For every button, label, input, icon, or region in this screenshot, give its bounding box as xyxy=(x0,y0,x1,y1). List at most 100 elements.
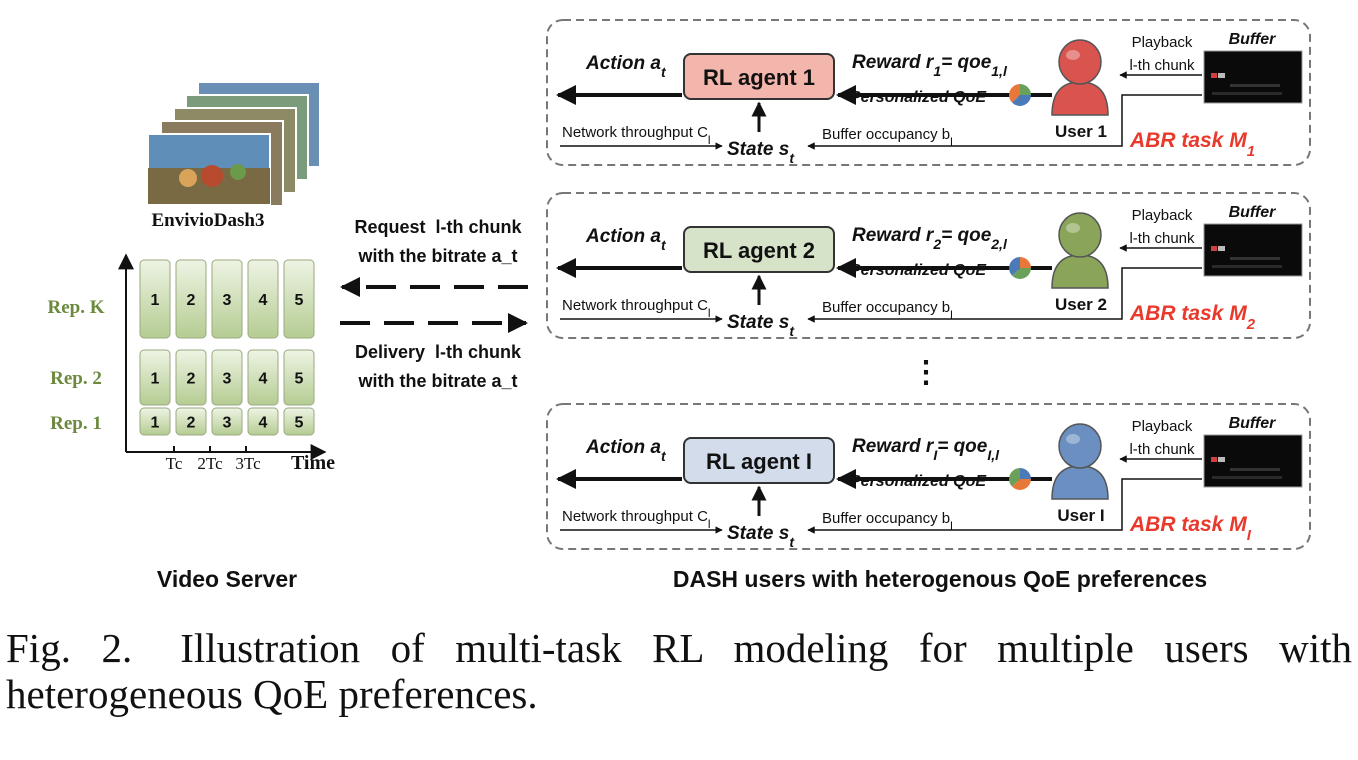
chunk-number: 2 xyxy=(187,371,196,388)
user-avatar-icon xyxy=(1051,39,1109,116)
chunk-number: 5 xyxy=(295,292,304,309)
buffer-occupancy-arrow xyxy=(807,94,1202,150)
chunk-block xyxy=(175,407,207,436)
time-tick-labels: Tc 2Tc 3Tc xyxy=(166,454,261,473)
qoe-pie-icon xyxy=(1009,468,1031,490)
action-label: Action at xyxy=(585,437,667,464)
chunk-number: 4 xyxy=(259,292,268,309)
chunk-label: l-th chunk xyxy=(1129,441,1195,458)
buffer-visual xyxy=(1203,50,1303,104)
chunk-block xyxy=(283,407,315,436)
video-name: EnvivioDash3 xyxy=(152,210,265,231)
buffer-occupancy-arrow xyxy=(807,267,1202,323)
rl-agent-label: RL agent 2 xyxy=(703,238,815,263)
caption-label: Fig. 2. xyxy=(6,625,133,671)
chunk-number: 4 xyxy=(259,415,268,432)
time-tick: Tc xyxy=(166,454,183,473)
video-frames-stack xyxy=(147,81,321,207)
buffer-visual xyxy=(1203,223,1303,277)
rep-label: Rep. 1 xyxy=(50,413,102,434)
buffer-visual xyxy=(1203,434,1303,488)
buffer-label: Buffer xyxy=(1229,31,1277,48)
time-tick: 3Tc xyxy=(235,454,261,473)
buffer-occupancy-arrow xyxy=(807,478,1202,534)
chunk-block xyxy=(283,349,315,406)
chunk-number: 3 xyxy=(223,371,232,388)
task-panels: RL agent 1 Action at State st Network throu… xyxy=(546,19,1311,550)
request-label-line1: Request l-th chunk xyxy=(354,217,522,237)
chunk-number: 1 xyxy=(151,415,160,432)
chunk-block xyxy=(247,407,279,436)
chunk-number: 2 xyxy=(187,292,196,309)
time-axis-label: Time xyxy=(291,452,335,474)
chunk-block xyxy=(283,259,315,339)
chunk-number: 5 xyxy=(295,371,304,388)
video-server-title: Video Server xyxy=(157,566,297,592)
reward-label: Reward r1= qoe1,l xyxy=(852,52,1008,79)
reward-label: Reward rI= qoeI,l xyxy=(852,436,1000,463)
chunk-number: 3 xyxy=(223,292,232,309)
network-label: Network throughput Cl xyxy=(562,124,711,147)
rl-agent-box xyxy=(683,53,835,100)
task-panel-border xyxy=(546,192,1311,339)
user-label: User 2 xyxy=(1055,295,1107,314)
time-tick: 2Tc xyxy=(197,454,223,473)
delivery-label-line1: Delivery l-th chunk xyxy=(355,342,522,362)
ellipsis: ⋮ xyxy=(911,356,941,389)
chunk-label: l-th chunk xyxy=(1129,230,1195,247)
rl-agent-box xyxy=(683,226,835,273)
rl-agent-label: RL agent 1 xyxy=(703,65,815,90)
personalized-qoe-label: Personalized QoE xyxy=(850,89,987,106)
rep-label: Rep. 2 xyxy=(50,368,102,389)
abr-task-label: ABR task M2 xyxy=(1129,302,1256,333)
action-label: Action at xyxy=(585,226,667,253)
chunk-block xyxy=(139,259,171,339)
rl-agent-label: RL agent I xyxy=(706,449,812,474)
playback-label: Playback xyxy=(1132,34,1193,51)
chunk-block xyxy=(211,349,243,406)
playback-label: Playback xyxy=(1132,207,1193,224)
network-label: Network throughput Cl xyxy=(562,508,711,531)
chunk-block xyxy=(139,349,171,406)
task-panel: RL agent I Action at State st Network throu… xyxy=(546,403,1311,550)
qoe-pie-icon xyxy=(1009,84,1031,106)
chunk-label: l-th chunk xyxy=(1129,57,1195,74)
rep-label: Rep. K xyxy=(48,297,105,318)
chunk-block xyxy=(247,259,279,339)
server-time-axes xyxy=(118,253,327,460)
abr-task-label: ABR task MI xyxy=(1129,513,1252,544)
figure-caption: Fig. 2.Illustration of multi-task RL mod… xyxy=(6,625,1352,717)
chunk-number: 5 xyxy=(295,415,304,432)
task-panel: RL agent 2 Action at State st Network throu… xyxy=(546,192,1311,339)
chunk-block xyxy=(139,407,171,436)
state-label: State st xyxy=(727,139,795,166)
playback-label: Playback xyxy=(1132,418,1193,435)
rl-agent-box xyxy=(683,437,835,484)
chunk-block xyxy=(247,349,279,406)
user-avatar-icon xyxy=(1051,423,1109,500)
rep-labels: Rep. K Rep. 2 Rep. 1 xyxy=(48,297,105,434)
network-label: Network throughput Cl xyxy=(562,297,711,320)
chunk-number: 1 xyxy=(151,292,160,309)
state-label: State st xyxy=(727,312,795,339)
users-panel-title: DASH users with heterogenous QoE prefere… xyxy=(673,566,1207,592)
buffer-label: Buffer xyxy=(1229,204,1277,221)
state-label: State st xyxy=(727,523,795,550)
chunk-number: 1 xyxy=(151,371,160,388)
request-label-line2: with the bitrate a_t xyxy=(357,246,517,266)
chunk-number: 2 xyxy=(187,415,196,432)
task-panel-border xyxy=(546,403,1311,550)
abr-task-label: ABR task M1 xyxy=(1129,129,1255,160)
chunk-block xyxy=(175,349,207,406)
chunk-number: 4 xyxy=(259,371,268,388)
buffer-label: Buffer xyxy=(1229,415,1277,432)
chunk-block xyxy=(211,259,243,339)
chunk-block xyxy=(175,259,207,339)
caption-text: Illustration of multi-task RL modeling f… xyxy=(6,625,1353,717)
qoe-pie-icon xyxy=(1009,257,1031,279)
task-panel-border xyxy=(546,19,1311,166)
user-label: User I xyxy=(1057,506,1104,525)
